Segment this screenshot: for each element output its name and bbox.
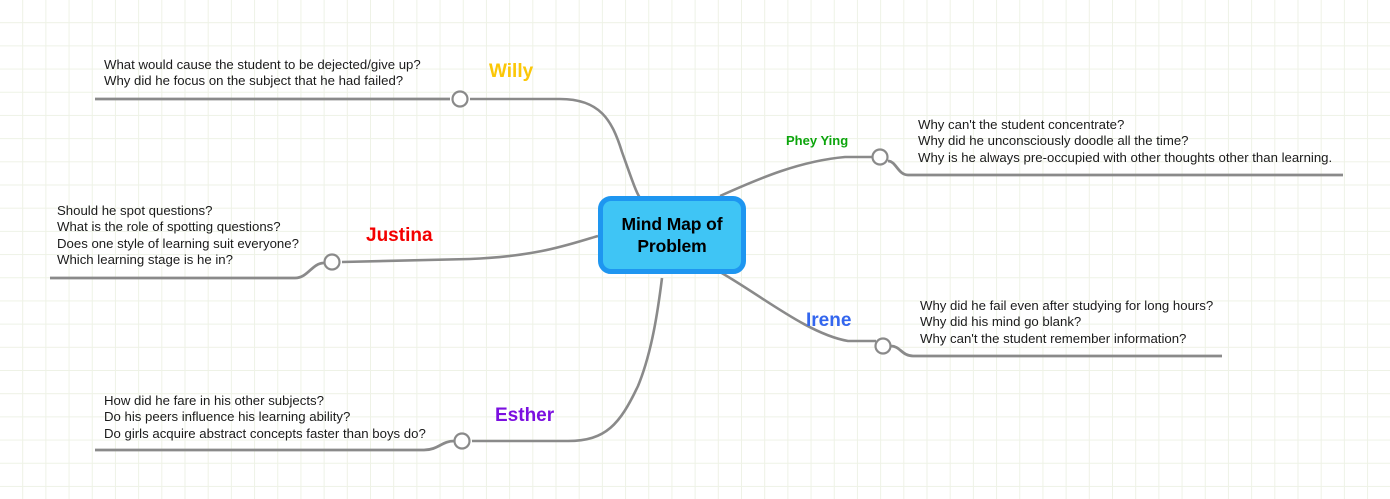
central-node[interactable]: Mind Map of Problem <box>598 196 746 274</box>
question-item: What would cause the student to be dejec… <box>104 57 421 72</box>
question-item: Should he spot questions? <box>57 203 213 218</box>
underline-esther <box>95 439 455 452</box>
wire-phey-ying <box>719 155 873 198</box>
question-item: Why can't the student remember informati… <box>920 330 1187 346</box>
question-item: What is the role of spotting questions? <box>57 219 281 235</box>
question-item: Why did he focus on the subject that he … <box>104 73 404 89</box>
knob-irene <box>874 337 892 355</box>
branch-label-esther[interactable]: Esther <box>495 405 555 426</box>
question-item: Why did he unconsciously doodle all the … <box>918 133 1189 149</box>
questions-phey-ying[interactable]: Why can't the student concentrate? Why d… <box>918 117 1332 166</box>
wire-irene <box>719 270 876 343</box>
question-item: Why is he always pre-occupied with other… <box>918 149 1333 165</box>
question-item: Why did his mind go blank? <box>920 314 1082 330</box>
question-item: Do his peers influence his learning abil… <box>104 409 351 425</box>
branch-label-phey-ying[interactable]: Phey Ying <box>786 133 849 148</box>
knob-phey-ying <box>871 148 889 166</box>
question-item: Why can't the student concentrate? <box>918 117 1125 132</box>
questions-willy[interactable]: What would cause the student to be dejec… <box>104 57 421 90</box>
branch-label-willy[interactable]: Willy <box>489 61 534 82</box>
wire-willy <box>470 97 642 199</box>
questions-justina[interactable]: Should he spot questions? What is the ro… <box>57 203 299 268</box>
branch-label-justina[interactable]: Justina <box>366 225 433 246</box>
knob-justina <box>323 253 341 271</box>
question-item: Does one style of learning suit everyone… <box>57 235 299 251</box>
question-item: How did he fare in his other subjects? <box>104 393 324 408</box>
knob-esther <box>453 432 471 450</box>
underline-irene <box>890 344 1222 358</box>
question-item: Why did he fail even after studying for … <box>920 298 1214 313</box>
question-item: Do girls acquire abstract concepts faste… <box>104 425 426 441</box>
question-item: Which learning stage is he in? <box>57 251 233 267</box>
knob-willy <box>451 90 469 108</box>
questions-irene[interactable]: Why did he fail even after studying for … <box>920 298 1213 347</box>
questions-esther[interactable]: How did he fare in his other subjects? D… <box>104 393 426 442</box>
central-node-title: Mind Map of Problem <box>621 213 723 256</box>
branch-label-irene[interactable]: Irene <box>806 310 852 331</box>
